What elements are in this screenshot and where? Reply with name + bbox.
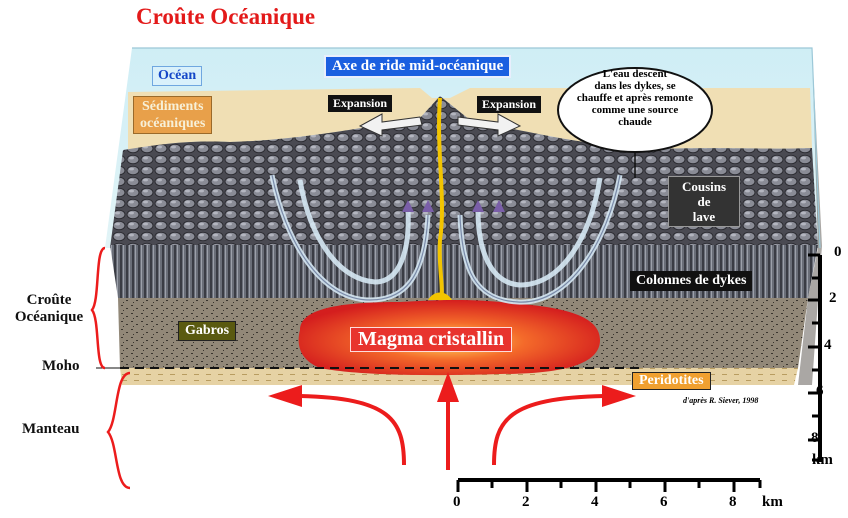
label-peridotites: Peridotites xyxy=(632,372,711,390)
label-dyke-columns: Colonnes de dykes xyxy=(630,271,753,291)
hscale-tick: 8 xyxy=(729,494,737,510)
hscale-tick: 4 xyxy=(591,494,599,510)
label-sediments: Sédiments océaniques xyxy=(133,96,213,134)
diagram-title: Croûte Océanique xyxy=(136,4,316,29)
vscale-tick: 4 xyxy=(824,337,832,353)
hscale-tick: 2 xyxy=(522,494,530,510)
hscale-unit: km xyxy=(762,494,783,510)
label-moho: Moho xyxy=(42,358,80,374)
source-credit: d'après R. Siever, 1998 xyxy=(683,396,759,405)
label-pillow-lava: Cousins de lave xyxy=(668,176,740,227)
label-pillow-line: lave xyxy=(692,209,716,224)
hscale-tick: 0 xyxy=(453,494,461,510)
label-oceanic-crust: Croûte Océanique xyxy=(4,292,94,326)
label-crust-line2: Océanique xyxy=(14,309,84,325)
label-pillow-line: Cousins xyxy=(681,179,727,194)
callout-line: L'eau descent xyxy=(602,68,668,80)
label-sediments-line1: Sédiments xyxy=(141,99,204,114)
callout-line: dans les dykes, se xyxy=(594,80,676,92)
label-mantle: Manteau xyxy=(22,421,80,437)
label-expansion-left: Expansion xyxy=(328,95,393,112)
hscale-tick: 6 xyxy=(660,494,668,510)
label-ridge-axis: Axe de ride mid-océanique xyxy=(324,55,512,78)
callout-hydrothermal: L'eau descent dans les dykes, se chauffe… xyxy=(560,68,710,128)
label-ocean: Océan xyxy=(152,66,203,86)
vscale-tick: 8 xyxy=(811,430,819,446)
vscale-tick: 6 xyxy=(816,383,824,399)
label-expansion-right: Expansion xyxy=(477,96,542,113)
callout-line: comme une source xyxy=(591,104,679,116)
label-gabbros: Gabros xyxy=(178,321,237,341)
callout-line: chauffe et après remonte xyxy=(576,92,694,104)
callout-line: chaude xyxy=(618,116,652,128)
vscale-tick: 2 xyxy=(829,290,837,306)
vscale-tick: 0 xyxy=(834,244,842,260)
vscale-unit: km xyxy=(812,452,833,468)
label-magma: Magma cristallin xyxy=(350,327,513,352)
label-pillow-line: de xyxy=(697,194,711,209)
label-crust-line1: Croûte xyxy=(26,292,72,308)
label-sediments-line2: océaniques xyxy=(140,116,206,131)
